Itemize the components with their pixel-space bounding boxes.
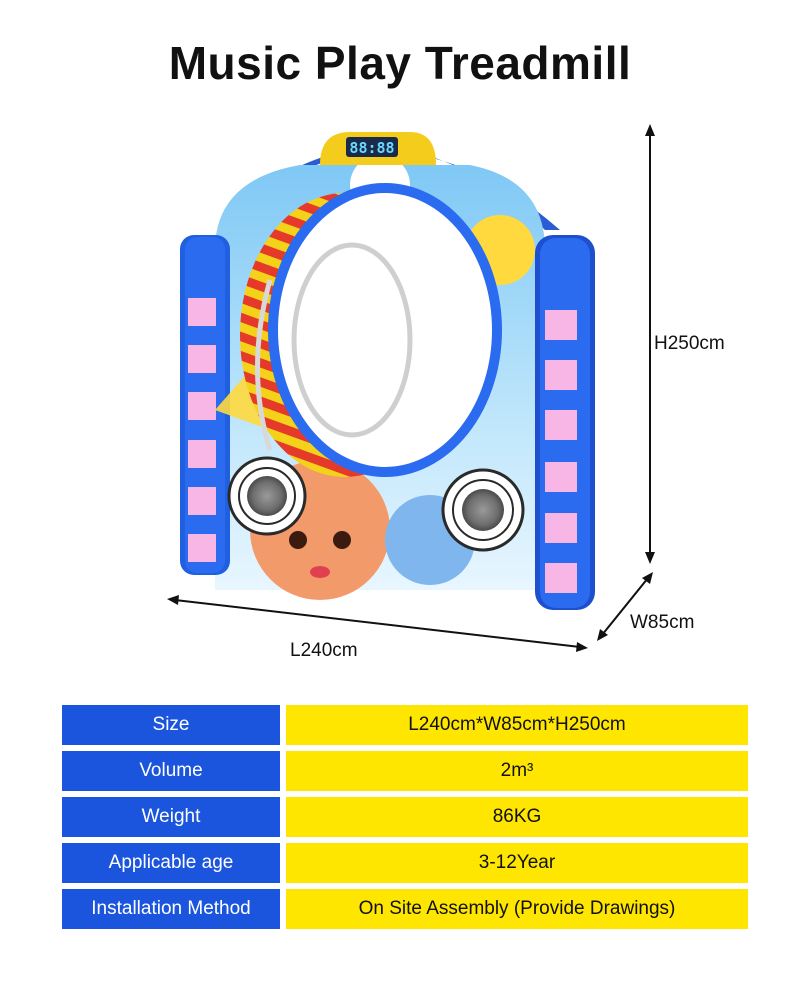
width-arrow [597,572,653,641]
left-tower-panels [188,298,216,562]
spec-row-weight: Weight 86KG [62,797,748,837]
wheel-opening [268,183,502,477]
inner-hoop [291,242,413,438]
spec-label: Volume [62,751,280,791]
left-speaker [227,456,307,536]
width-label: W85cm [630,612,695,633]
spec-row-volume: Volume 2m³ [62,751,748,791]
length-arrow [167,595,588,652]
height-arrow [645,124,655,564]
treadmill-drawing: 88:88 [167,124,655,652]
spec-value: L240cm*W85cm*H250cm [286,705,748,745]
spec-label: Applicable age [62,843,280,883]
spec-row-installation: Installation Method On Site Assembly (Pr… [62,889,748,929]
spec-row-age: Applicable age 3-12Year [62,843,748,883]
page-title: Music Play Treadmill [168,37,632,89]
right-tower-panels [545,310,577,593]
display-digits: 88:88 [349,139,394,157]
spec-label: Weight [62,797,280,837]
spec-value: 86KG [286,797,748,837]
spec-row-size: Size L240cm*W85cm*H250cm [62,705,748,745]
product-illustration: 88:88 [0,110,800,690]
spec-value: On Site Assembly (Provide Drawings) [286,889,748,929]
digital-display [346,137,398,157]
length-label: L240cm [290,640,358,661]
spec-table: Size L240cm*W85cm*H250cm Volume 2m³ Weig… [62,705,748,935]
spec-label: Size [62,705,280,745]
spec-value: 3-12Year [286,843,748,883]
spec-label: Installation Method [62,889,280,929]
height-label: H250cm [654,333,725,354]
right-speaker [441,468,525,552]
spec-value: 2m³ [286,751,748,791]
